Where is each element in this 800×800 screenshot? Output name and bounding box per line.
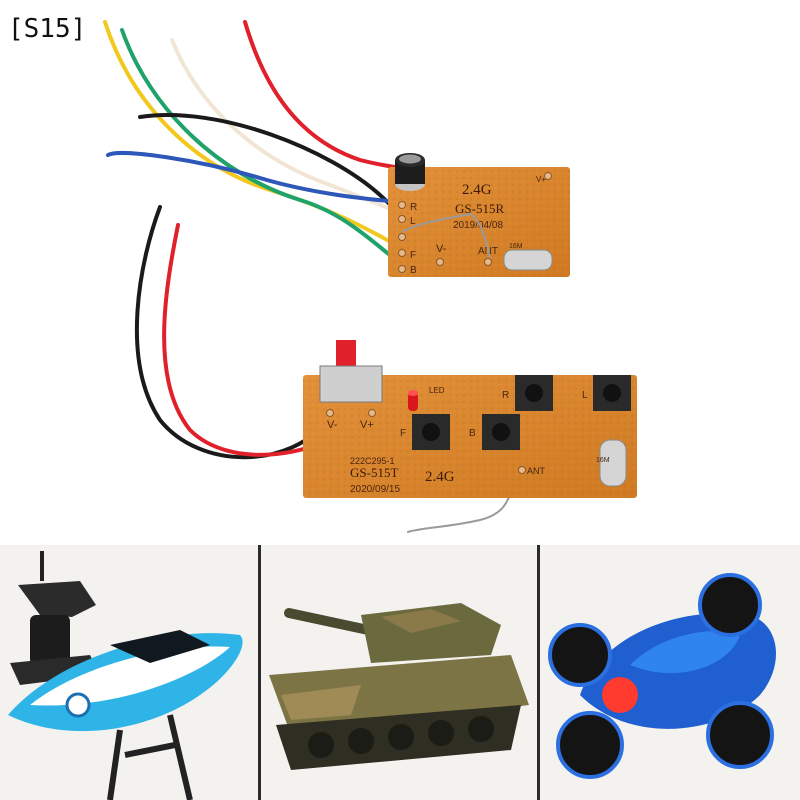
receiver-antenna	[401, 212, 491, 259]
receiver-board: 2.4G GS-515R 2019/04/08 16M V+ V- ANT R …	[388, 153, 570, 277]
receiver-freq: 2.4G	[462, 182, 492, 198]
tx-ant-label: ANT	[527, 466, 546, 476]
tx-crystal-icon	[599, 439, 627, 487]
tx-button-b-label: B	[469, 428, 476, 439]
receiver-date: 2019/04/08	[453, 220, 503, 231]
tact-buttons	[412, 375, 631, 450]
rc-tank-icon	[269, 603, 529, 770]
rc-stunt-car-icon	[548, 573, 777, 779]
circuit-boards-photo: 2.4G GS-515R 2019/04/08 16M V+ V- ANT R …	[103, 20, 637, 533]
tx-date: 2020/09/15	[350, 484, 400, 495]
receiver-vminus-label: V-	[436, 243, 447, 255]
tx-model: GS-515T	[350, 465, 398, 480]
corner-tag: [S15]	[8, 14, 87, 44]
panel-divider	[258, 545, 261, 800]
receiver-vplus-label: V+	[536, 175, 546, 184]
tx-button-f-label: F	[400, 428, 406, 439]
receiver-crystal-label: 16M	[509, 243, 523, 250]
tx-vminus-label: V-	[327, 419, 338, 431]
receiver-pin-r: R	[410, 202, 417, 213]
panel-tank	[261, 545, 537, 800]
receiver-pin-f: F	[410, 250, 416, 261]
receiver-pin-l: L	[410, 216, 416, 227]
led-icon	[408, 390, 418, 411]
tx-crystal-label: 16M	[596, 457, 610, 464]
tx-freq: 2.4G	[425, 469, 455, 485]
panel-stunt-car	[540, 545, 800, 800]
rc-boat-icon	[8, 551, 243, 800]
panel-divider-2	[537, 545, 540, 800]
receiver-pin-b: B	[410, 265, 417, 276]
transmitter-board: LED R L F B 222C295-1 GS-515T 2.4G 2020/…	[303, 340, 637, 498]
tx-vplus-label: V+	[360, 419, 374, 431]
tx-led-label: LED	[429, 386, 445, 395]
receiver-model: GS-515R	[455, 201, 504, 216]
tx-button-r-label: R	[502, 390, 509, 401]
panel-boat	[0, 545, 258, 800]
switch-housing	[319, 365, 383, 403]
tx-button-l-label: L	[582, 390, 588, 401]
tx-code: 222C295-1	[350, 456, 395, 466]
capacitor-icon	[395, 153, 425, 191]
crystal-icon	[503, 249, 553, 271]
